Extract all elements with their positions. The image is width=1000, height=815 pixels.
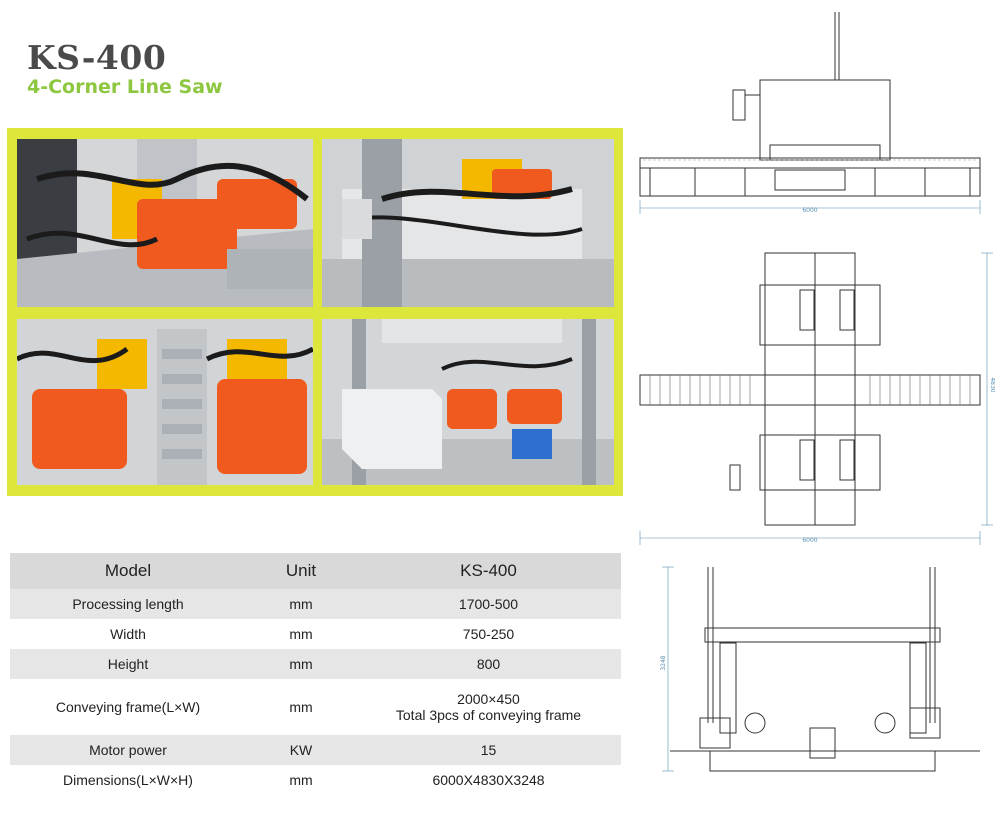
drawing-top-view: 6000 4830 [635,245,995,550]
row-param: Width [10,619,246,649]
row-value-line1: 2000×450 [457,691,520,707]
row-param: Motor power [10,735,246,765]
table-row: Processing length mm 1700-500 [10,589,621,619]
photo-motors-rollers [17,319,313,485]
row-value: 800 [356,649,621,679]
row-unit: mm [246,619,356,649]
row-unit: mm [246,679,356,735]
row-param: Dimensions(L×W×H) [10,765,246,795]
drawing-side-view: 3248 [660,563,990,778]
row-unit: mm [246,765,356,795]
table-row: Width mm 750-250 [10,619,621,649]
photo-gantry-frame [322,139,614,307]
header-value: KS-400 [356,553,621,589]
row-value: 6000X4830X3248 [356,765,621,795]
row-value: 2000×450 Total 3pcs of conveying frame [356,679,621,735]
row-unit: mm [246,589,356,619]
row-param: Conveying frame(L×W) [10,679,246,735]
table-row: Dimensions(L×W×H) mm 6000X4830X3248 [10,765,621,795]
row-value: 1700-500 [356,589,621,619]
spec-table-header: Model Unit KS-400 [10,553,621,589]
spec-table: Model Unit KS-400 Processing length mm 1… [10,553,621,795]
product-subtitle: 4-Corner Line Saw [27,76,223,98]
photo-carriage-plate [322,319,614,485]
table-row: Motor power KW 15 [10,735,621,765]
front-length-label: 6000 [802,207,817,214]
row-unit: mm [246,649,356,679]
row-param: Height [10,649,246,679]
header-unit: Unit [246,553,356,589]
table-row: Height mm 800 [10,649,621,679]
side-height-label: 3248 [660,655,667,670]
top-length-label: 6000 [802,537,817,544]
product-photo-panel [7,128,623,496]
table-row: Conveying frame(L×W) mm 2000×450 Total 3… [10,679,621,735]
row-value: 750-250 [356,619,621,649]
row-param: Processing length [10,589,246,619]
top-width-label: 4830 [989,377,995,392]
row-value: 15 [356,735,621,765]
row-value-line2: Total 3pcs of conveying frame [395,707,582,723]
drawing-front-view: 6000 [635,10,985,220]
header-model: Model [10,553,246,589]
photo-saw-heads-top [17,139,313,307]
row-unit: KW [246,735,356,765]
model-title: KS-400 [27,38,167,77]
